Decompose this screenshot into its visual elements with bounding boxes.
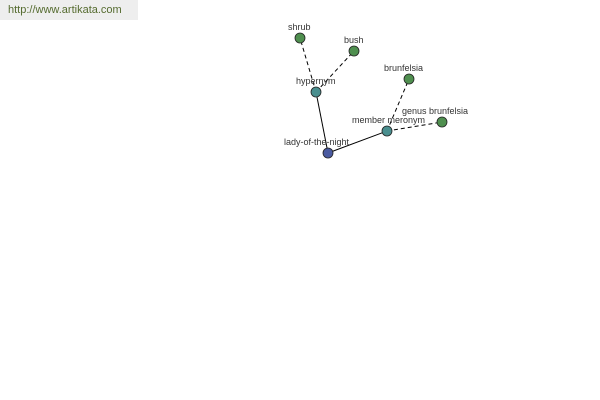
edge-member_meronym-genus_brunfelsia: [386, 121, 443, 132]
node-shrub[interactable]: [294, 32, 306, 44]
node-label-member-meronym: member meronym: [352, 115, 425, 125]
node-member-meronym[interactable]: [381, 125, 393, 137]
node-bush[interactable]: [348, 45, 360, 57]
edge-center-hypernym: [315, 91, 329, 154]
edge-hypernym-shrub: [299, 37, 317, 93]
node-label-center: lady-of-the-night: [284, 137, 350, 147]
graph-labels: lady-of-the-night hypernym member meronym s…: [284, 22, 468, 147]
edge-hypernym-bush: [315, 50, 355, 93]
edge-center-member_meronym: [327, 130, 388, 154]
edge-member_meronym-brunfelsia: [386, 78, 410, 132]
watermark-url: http://www.artikata.com: [0, 0, 138, 20]
graph-edges: [299, 37, 443, 154]
node-label-hypernym: hypernym: [296, 76, 336, 86]
node-brunfelsia[interactable]: [403, 73, 415, 85]
node-label-shrub: shrub: [288, 22, 311, 32]
node-genus-brunfelsia[interactable]: [436, 116, 448, 128]
node-label-genus-brunfelsia: genus brunfelsia: [402, 106, 468, 116]
node-hypernym[interactable]: [310, 86, 322, 98]
node-center[interactable]: [322, 147, 334, 159]
graph-nodes: [294, 32, 448, 159]
node-label-bush: bush: [344, 35, 364, 45]
node-label-brunfelsia: brunfelsia: [384, 63, 423, 73]
